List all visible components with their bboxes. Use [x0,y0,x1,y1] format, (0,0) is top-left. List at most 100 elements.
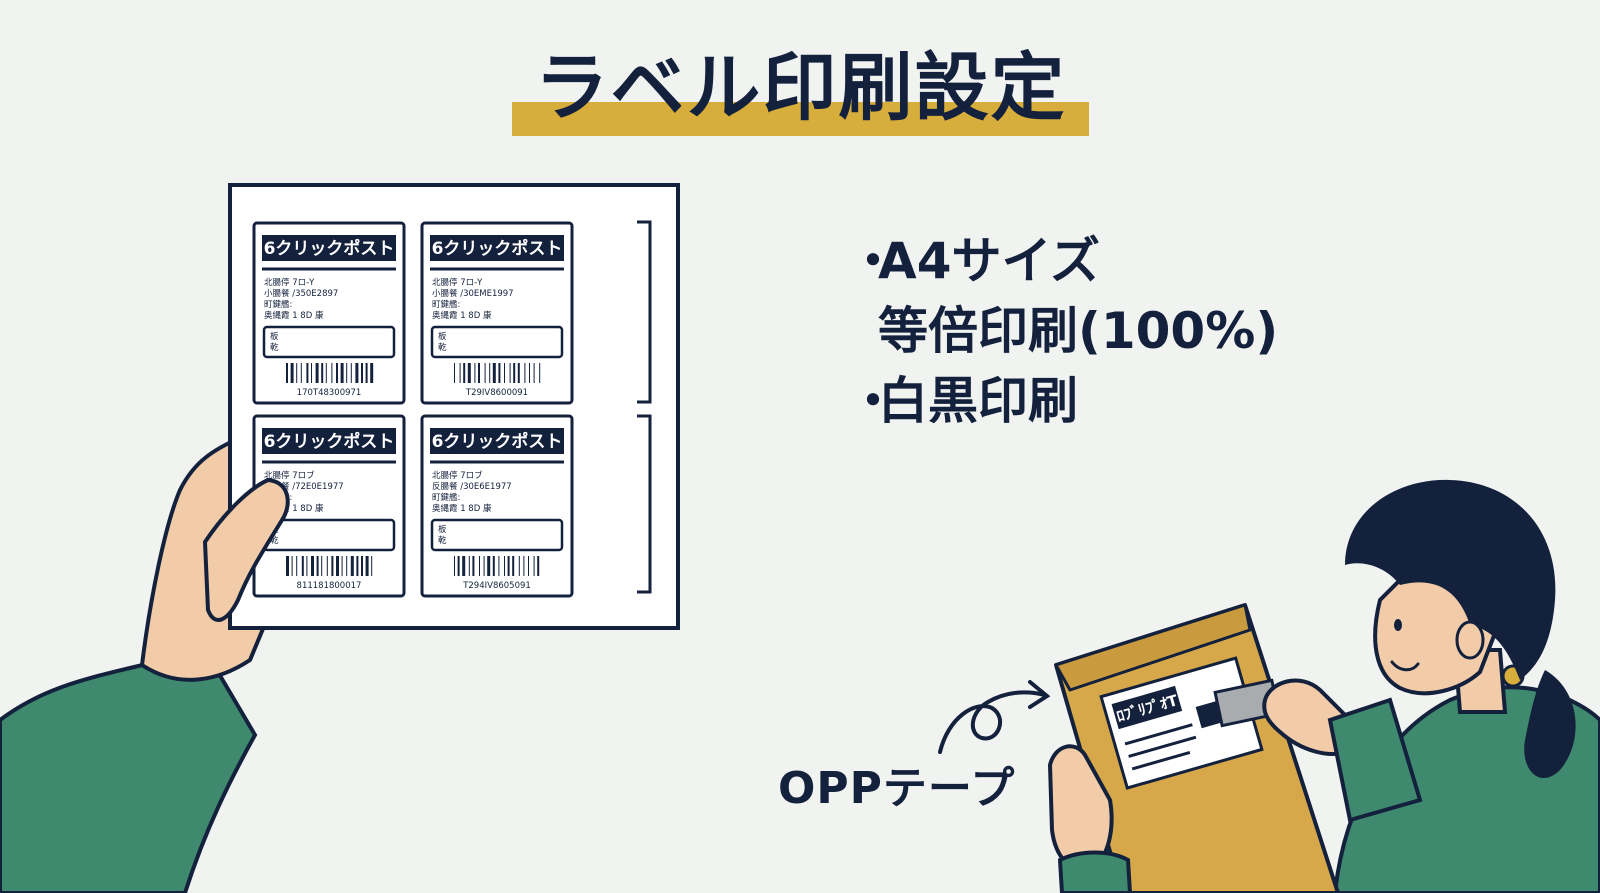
label-note-text: 乾 [270,342,279,353]
barcode-bar [355,363,359,383]
barcode-bar [356,556,359,576]
barcode-bar [454,363,455,383]
list-item: ・A4サイズ [848,232,1100,290]
barcode-bar [316,556,319,576]
barcode-bar [370,363,374,383]
label-address-line: 小腸餐 /350E2897 [264,288,338,299]
opp-arrow [938,680,1051,754]
label-address-line: 奥縄霞 1 8D 康 [264,310,324,321]
label-address-line: 町鍵艦: [432,299,460,310]
envelope: ﾛﾌﾞﾘﾌﾟｵT [1054,603,1340,893]
barcode-bar [467,363,471,383]
barcode-bar [346,363,348,383]
label-barcode [454,556,540,576]
title-block: ラベル印刷設定 [512,40,1089,136]
barcode-bar [539,363,541,383]
barcode-bar [296,363,298,383]
label-note-box [430,325,564,359]
barcode-bar [336,556,339,576]
label-note-text: 乾 [438,535,447,546]
label-address-line: 北腸停 7ロ-Y [432,277,483,288]
label-address-line: 奥縄霞 1 8D 康 [264,503,324,514]
barcode-bar [468,556,470,576]
label-note-text: 板 [438,524,447,535]
barcode-bar [478,363,480,383]
woman-sleeve-left [1057,850,1133,893]
label-barcode [454,363,541,383]
label-logo-bg [262,235,396,261]
barcode-bar [484,363,486,383]
barcode-bar [513,363,516,383]
label-address-line: 北腸停 7ロ-Y [264,277,315,288]
barcode-bar [509,363,511,383]
left-thumb [202,477,290,622]
barcode-bar [529,363,530,383]
opp-tape-caption: OPPテープ [778,763,1016,814]
list-item: ・白黒印刷 [848,372,1078,430]
barcode-bar [306,363,309,383]
label-logo-bg [430,428,564,454]
label-barcode [286,363,374,383]
barcode-bar [483,556,485,576]
barcode-bar [533,363,535,383]
label-note-text: 板 [438,331,447,342]
barcode-bar [479,556,480,576]
barcode-bar [331,363,333,383]
title-highlight [512,102,1089,136]
barcode-bar [459,363,461,383]
barcode-bar [518,556,520,576]
barcode-bar [462,556,466,576]
barcode-bar [336,363,338,383]
barcode-bar [331,556,334,576]
barcode-bar [301,556,304,576]
barcode-bar [321,556,323,576]
barcode-bar [472,556,475,576]
barcode-bar [492,556,495,576]
barcode-bar [361,556,363,576]
barcode-bar [286,363,288,383]
barcode-bar [457,556,460,576]
barcode-bar [504,556,505,576]
woman-sleeve-right [1327,697,1423,823]
barcode-bar [306,556,308,576]
barcode-bar [371,556,373,576]
barcode-bar [286,556,289,576]
barcode-bar [326,556,328,576]
barcode-bar [498,556,500,576]
barcode-bar [365,556,369,576]
barcode-bar [533,556,535,576]
barcode-bar [350,363,352,383]
barcode-bar [325,363,327,383]
barcode-bar [507,556,510,576]
barcode-bar [487,556,491,576]
barcode-bar [340,363,344,383]
label-address-line: 小腸餐 /72E0E1977 [264,481,344,492]
barcode-bar [315,363,319,383]
label-logo: 6クリックポスト [432,431,563,452]
woman-illustration [1332,479,1600,893]
label-barcode-number: T294IV8605091 [462,581,531,591]
label-address-line: 北腸停 7ロブ [264,470,315,481]
label-note-box [430,518,564,552]
barcode-bar [463,363,466,383]
barcode-bar [523,556,525,576]
label-barcode-number: T29IV8600091 [465,388,528,398]
barcode-bar [512,556,515,576]
barcode-bar [528,556,529,576]
barcode-bar [300,363,302,383]
label-address-line: 小腸餐 /30EME1997 [432,288,514,299]
label-barcode-number: 811181800017 [297,581,362,591]
barcode-bar [504,363,505,383]
list-item: 等倍印刷(100%) [878,302,1279,360]
label-logo: 6クリックポスト [432,238,563,259]
woman-right-hand [1262,678,1355,756]
barcode-bar [291,556,293,576]
barcode-bar [311,363,312,383]
barcode-bar [311,556,314,576]
label-address-line: 反腸餐 /30E6E1977 [432,481,512,492]
barcode-bar [489,363,491,383]
